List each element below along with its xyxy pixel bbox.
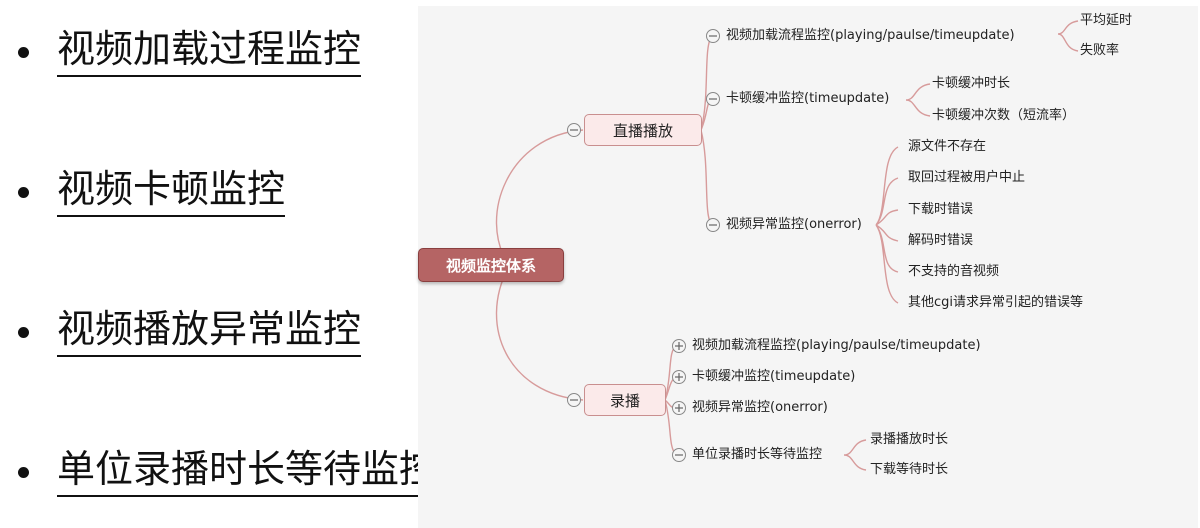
- connector-root-record: [495, 267, 584, 401]
- live-load-child: 失败率: [1080, 43, 1120, 58]
- brace-wait: [843, 439, 867, 471]
- live-node[interactable]: 直播播放: [584, 114, 702, 146]
- bullet-item: 视频加载过程监控: [18, 27, 362, 77]
- live-stall-child: 卡顿缓冲次数（短流率）: [932, 108, 1076, 123]
- bullet-dot: [18, 186, 29, 198]
- bullet-text: 视频播放异常监控: [57, 307, 362, 357]
- connector-live-load: [700, 35, 713, 131]
- mindmap-canvas: 视频监控体系 直播播放 录播 视频加载流程监控(playing/paulse/t…: [418, 6, 1198, 528]
- bullet-dot: [18, 466, 29, 478]
- brace-error: [875, 146, 899, 304]
- record-stall-label[interactable]: 卡顿缓冲监控(timeupdate): [692, 369, 856, 384]
- brace-stall: [905, 83, 931, 117]
- connector-live-error: [700, 129, 713, 226]
- bullet-item: 视频卡顿监控: [18, 167, 286, 217]
- live-error-child: 解码时错误: [908, 233, 974, 248]
- record-error-label[interactable]: 视频异常监控(onerror): [692, 400, 828, 415]
- live-load-child: 平均延时: [1080, 13, 1133, 28]
- bullet-list: 视频加载过程监控 视频卡顿监控 视频播放异常监控 单位录播时长等待监控: [0, 0, 438, 528]
- mindmap-connectors: [495, 20, 1079, 471]
- bullet-text: 单位录播时长等待监控: [57, 447, 438, 497]
- live-error-label[interactable]: 视频异常监控(onerror): [726, 217, 862, 232]
- connector-root-live: [495, 129, 584, 265]
- record-wait-child: 下载等待时长: [870, 462, 949, 477]
- live-stall-child: 卡顿缓冲时长: [932, 76, 1011, 91]
- live-error-child: 取回过程被用户中止: [908, 170, 1026, 185]
- live-error-child: 其他cgi请求异常引起的错误等: [908, 295, 1084, 310]
- live-error-child: 下载时错误: [908, 202, 974, 217]
- bullet-item: 单位录播时长等待监控: [18, 447, 438, 497]
- record-load-label[interactable]: 视频加载流程监控(playing/paulse/timeupdate): [692, 338, 981, 353]
- record-node[interactable]: 录播: [584, 384, 666, 416]
- bullet-dot: [18, 326, 29, 338]
- live-load-label[interactable]: 视频加载流程监控(playing/paulse/timeupdate): [726, 28, 1015, 43]
- root-node[interactable]: 视频监控体系: [418, 248, 564, 282]
- bullet-dot: [18, 46, 29, 58]
- bullet-text: 视频加载过程监控: [57, 27, 362, 77]
- live-error-child: 不支持的音视频: [908, 264, 1000, 279]
- record-wait-label[interactable]: 单位录播时长等待监控: [692, 447, 823, 462]
- live-stall-label[interactable]: 卡顿缓冲监控(timeupdate): [726, 91, 890, 106]
- brace-load: [1057, 20, 1079, 52]
- live-error-child: 源文件不存在: [908, 139, 987, 154]
- bullet-item: 视频播放异常监控: [18, 307, 362, 357]
- bullet-text: 视频卡顿监控: [57, 167, 286, 217]
- record-wait-child: 录播播放时长: [870, 432, 949, 447]
